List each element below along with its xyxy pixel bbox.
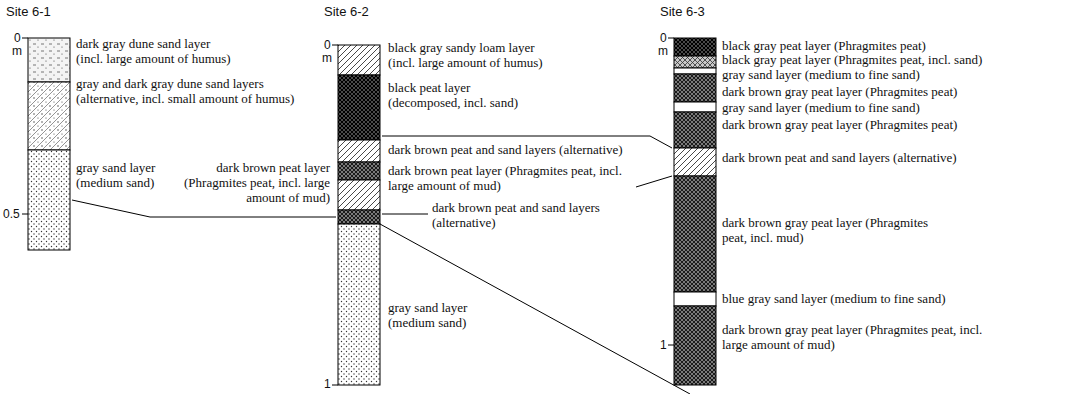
layer-description: gray sand layer (medium to fine sand): [722, 67, 920, 82]
sand-layer: [674, 68, 716, 74]
depth-mark: 0: [660, 31, 667, 46]
depth-tick: [332, 385, 338, 386]
depth-mark: 1: [660, 338, 667, 353]
depth-mark: 0: [324, 38, 331, 53]
layer-description: black gray sandy loam layer (incl. large…: [388, 40, 558, 70]
peat-sand-layer: [338, 180, 380, 210]
layer-description: gray and dark gray dune sand layers (alt…: [76, 76, 316, 106]
site-title: Site 6-2: [324, 4, 369, 19]
peat-layer: [338, 210, 380, 224]
layer-description: blue gray sand layer (medium to fine san…: [722, 291, 945, 306]
peat-layer: [674, 112, 716, 148]
depth-tick: [22, 214, 28, 215]
peat-layer: [338, 75, 380, 140]
layer-description: dark gray dune sand layer (incl. large a…: [76, 36, 236, 66]
depth-mark: 0.5: [3, 207, 20, 222]
site-title: Site 6-3: [660, 4, 705, 19]
core-column: [668, 38, 716, 385]
depth-tick: [332, 45, 338, 46]
depth-mark: m: [322, 51, 332, 66]
peat-layer: [674, 74, 716, 102]
layer-description: dark brown peat and sand layers (alterna…: [388, 142, 623, 157]
depth-mark: 1: [324, 377, 331, 392]
layer-description: dark brown gray peat layer (Phragmites p…: [722, 215, 932, 245]
layer-description: black gray peat layer (Phragmites peat): [722, 38, 926, 53]
layer-description: gray sand layer (medium sand): [388, 300, 498, 330]
core-column: [332, 45, 380, 385]
peat-layer: [674, 176, 716, 292]
layer-description: dark brown peat layer (Phragmites peat, …: [180, 160, 330, 205]
layer-description: dark brown gray peat layer (Phragmites p…: [722, 117, 957, 132]
peat-layer: [674, 38, 716, 56]
depth-mark: m: [12, 44, 22, 59]
site-title: Site 6-1: [6, 4, 51, 19]
peat-layer: [674, 306, 716, 385]
layer-description: gray sand layer (medium to fine sand): [722, 100, 920, 115]
layer-description: dark brown peat and sand layers (alterna…: [722, 150, 957, 165]
peat-sand-layer: [338, 140, 380, 162]
layer-description: dark brown gray peat layer (Phragmites p…: [722, 84, 957, 99]
layer-description: gray sand layer (medium sand): [76, 160, 186, 190]
peat-layer: [338, 162, 380, 180]
correlation-lines: [72, 136, 690, 394]
layer-description: black gray peat layer (Phragmites peat, …: [722, 52, 982, 67]
sand-layer: [28, 150, 70, 250]
alternating-sand-layer: [28, 82, 70, 150]
depth-tick: [668, 38, 674, 39]
sand-layer: [674, 292, 716, 306]
peat-sand-layer: [674, 148, 716, 176]
layer-description: dark brown peat layer (Phragmites peat, …: [388, 163, 628, 193]
leader-line: [382, 214, 428, 215]
sandy-loam-layer: [338, 45, 380, 75]
core-column: [22, 38, 70, 250]
depth-mark: 0: [14, 31, 21, 46]
sand-layer: [674, 102, 716, 112]
depth-tick: [22, 38, 28, 39]
layer-description: dark brown peat and sand layers (alterna…: [432, 200, 632, 230]
correlation-line: [636, 176, 672, 187]
sand-layer: [338, 224, 380, 385]
dune-sand-layer: [28, 38, 70, 82]
depth-tick: [668, 345, 674, 346]
peat-sand-layer: [674, 56, 716, 68]
layer-description: dark brown gray peat layer (Phragmites p…: [722, 322, 987, 352]
layer-description: black peat layer (decomposed, incl. sand…: [388, 80, 533, 110]
correlation-line: [380, 224, 690, 394]
depth-mark: m: [658, 44, 668, 59]
